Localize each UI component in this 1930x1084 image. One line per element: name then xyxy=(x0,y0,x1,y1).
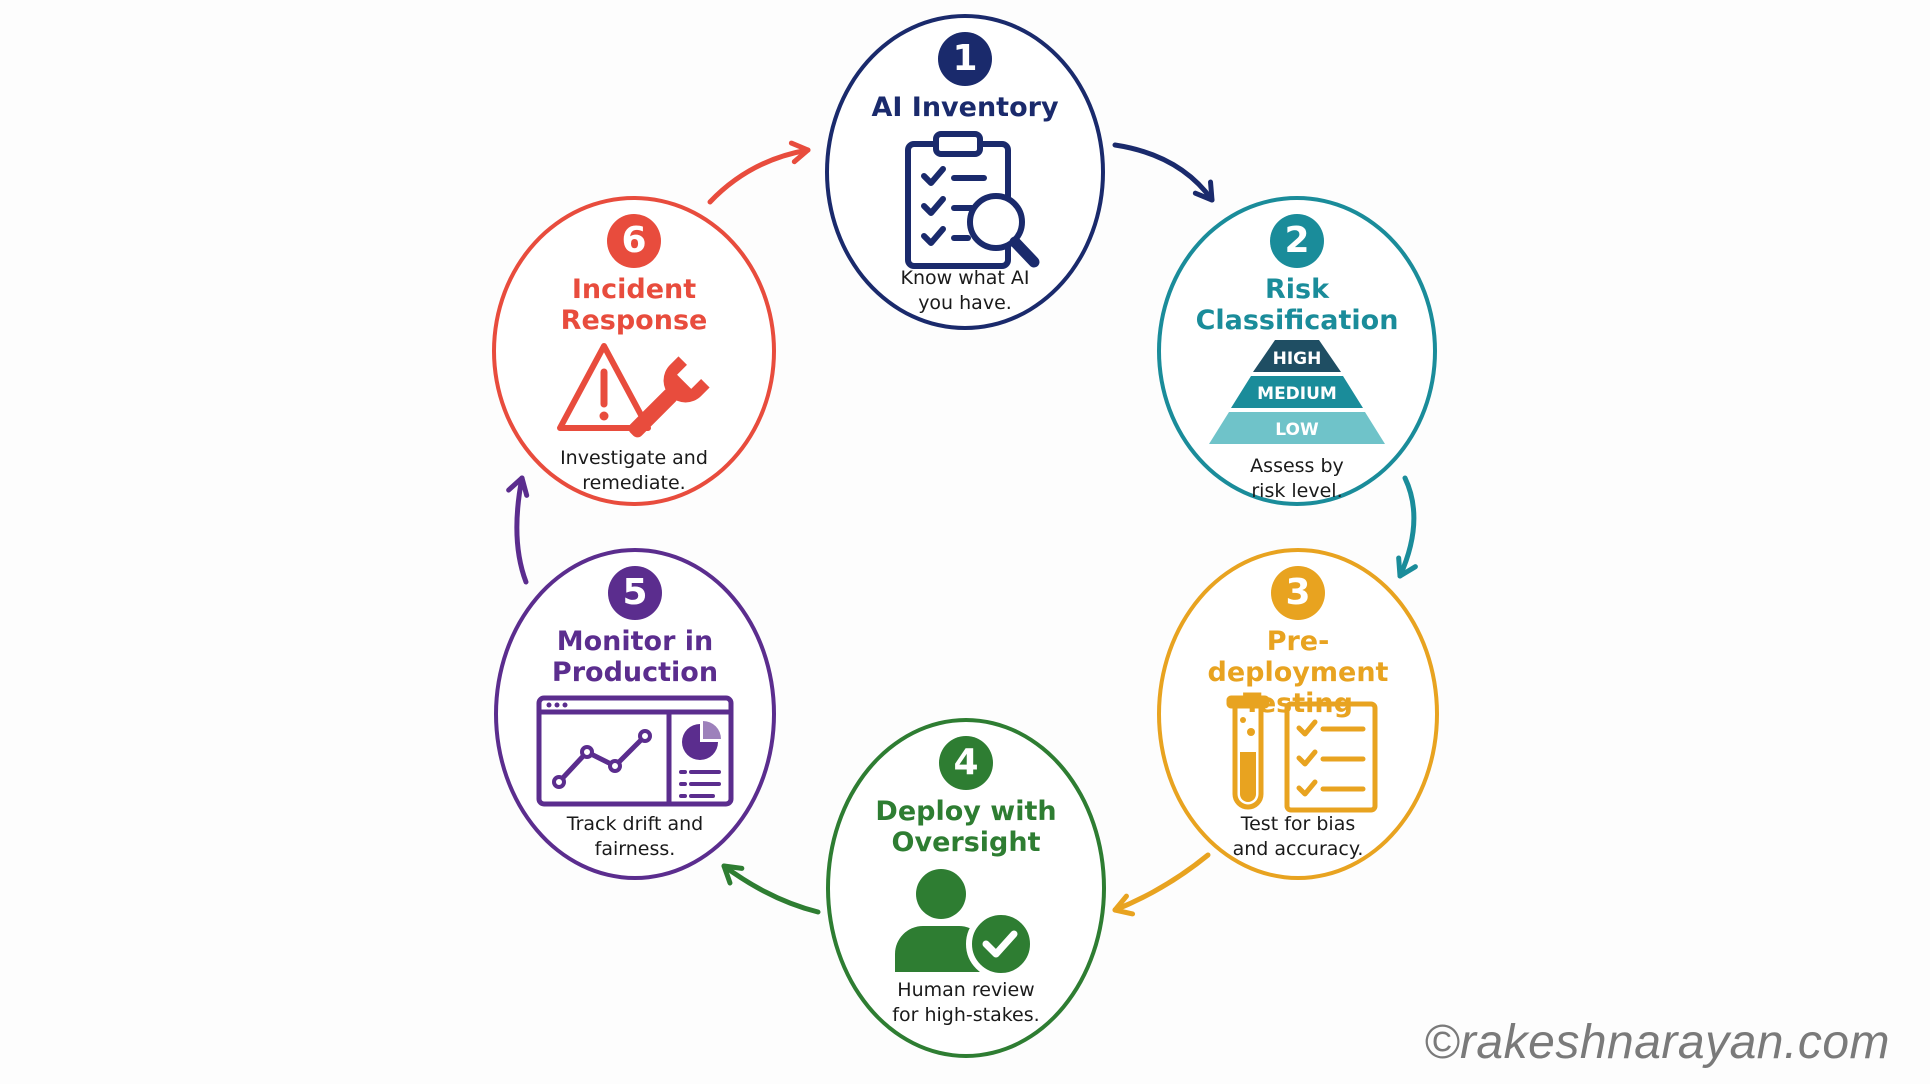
step-number-badge: 5 xyxy=(608,566,662,620)
risk-level-medium xyxy=(1231,376,1363,408)
step-title: Pre-deployment Testing xyxy=(1207,626,1389,720)
risk-level-high xyxy=(1253,340,1341,372)
arrow-4-to-5 xyxy=(721,863,821,915)
step-description: Track drift and fairness. xyxy=(566,813,704,860)
arrow-1-to-2 xyxy=(1112,142,1215,203)
arrow-2-to-3 xyxy=(1396,475,1418,579)
risk-level-low xyxy=(1209,412,1385,444)
step-description: Assess by risk level. xyxy=(1250,455,1344,502)
step-number-badge: 6 xyxy=(607,214,661,268)
arrow-5-to-6 xyxy=(506,475,530,585)
arrow-3-to-4 xyxy=(1112,852,1211,917)
step-number-badge: 2 xyxy=(1270,214,1324,268)
step-incident-response: 6 Incident Response Investigate and reme… xyxy=(492,196,776,506)
step-title: Incident Response xyxy=(560,274,708,337)
step-description: Investigate and remediate. xyxy=(560,447,708,494)
dashboard-chart-icon xyxy=(536,695,734,807)
step-ai-inventory: 1 AI Inventory Know what AI you have. xyxy=(825,14,1105,330)
risk-label-medium: MEDIUM xyxy=(1257,384,1337,404)
step-pre-deployment-testing: 3 Pre-deployment Testing Test for bias a… xyxy=(1157,548,1439,880)
watermark: ©rakeshnarayan.com xyxy=(1424,1016,1890,1069)
step-deploy-with-oversight: 4 Deploy with Oversight Human review for… xyxy=(826,718,1106,1058)
step-title: Monitor in Production xyxy=(551,626,719,689)
step-title: AI Inventory xyxy=(871,92,1059,123)
step-description: Human review for high-stakes. xyxy=(892,979,1040,1026)
risk-label-high: HIGH xyxy=(1273,349,1322,369)
step-title: Risk Classification xyxy=(1195,274,1399,337)
person-check-icon xyxy=(895,869,1036,978)
step-description: Know what AI you have. xyxy=(900,267,1030,314)
step-risk-classification: 2 Risk Classification HIGH MEDIUM LOW As… xyxy=(1157,196,1437,506)
arrow-6-to-1 xyxy=(707,140,811,205)
warning-wrench-icon xyxy=(557,343,710,438)
step-number-badge: 1 xyxy=(938,32,992,86)
step-description: Test for bias and accuracy. xyxy=(1232,813,1364,860)
step-monitor-in-production: 5 Monitor in Production Trac xyxy=(494,548,776,880)
risk-pyramid-icon: HIGH MEDIUM LOW xyxy=(1209,340,1385,444)
clipboard-search-icon xyxy=(905,131,1040,269)
step-title: Deploy with Oversight xyxy=(875,796,1057,859)
risk-label-low: LOW xyxy=(1275,420,1319,440)
test-tube-checklist-icon xyxy=(1226,695,1378,813)
step-number-badge: 4 xyxy=(939,736,993,790)
step-number-badge: 3 xyxy=(1271,566,1325,620)
